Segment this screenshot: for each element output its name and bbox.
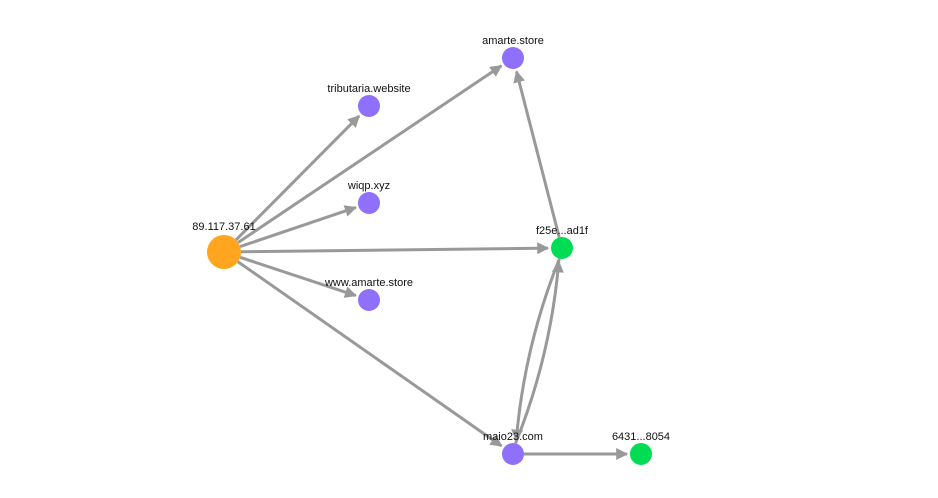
edge-ip1-to-h_f25e <box>240 242 550 255</box>
node-hash-h_f25e[interactable] <box>551 237 573 259</box>
node-domain-d_tributaria[interactable] <box>358 95 380 117</box>
node-label-h_f25e: f25e...ad1f <box>536 225 589 237</box>
node-domain-d_amarte[interactable] <box>502 47 524 69</box>
node-domain-d_www_amarte[interactable] <box>358 289 380 311</box>
node-domain-d_maio23[interactable] <box>502 443 524 465</box>
nodes-layer <box>207 47 652 465</box>
node-label-h_6431: 6431...8054 <box>612 431 670 443</box>
node-label-ip1: 89.117.37.61 <box>192 221 255 233</box>
node-label-d_wiqp: wiqp.xyz <box>347 180 390 192</box>
edge-ip1-to-d_maio23 <box>237 260 503 448</box>
edge-h_f25e-to-d_maio23 <box>511 258 561 442</box>
edge-ip1-to-d_tributaria <box>234 114 361 241</box>
edge-ip1-to-d_www_amarte <box>239 255 357 298</box>
edges-layer <box>234 64 629 460</box>
edge-ip1-to-d_wiqp <box>239 205 357 248</box>
edge-d_maio23-to-h_f25e <box>514 260 564 444</box>
node-domain-d_wiqp[interactable] <box>358 192 380 214</box>
edge-h_f25e-to-d_amarte <box>513 70 561 238</box>
labels-layer: 89.117.37.61 amarte.store tributaria.websi… <box>192 35 670 443</box>
node-ip-ip1[interactable] <box>207 235 241 269</box>
node-label-d_maio23: maio23.com <box>483 431 543 443</box>
node-label-d_www_amarte: www.amarte.store <box>324 277 413 289</box>
node-hash-h_6431[interactable] <box>630 443 652 465</box>
node-label-d_amarte: amarte.store <box>482 35 544 47</box>
edge-ip1-to-d_amarte <box>237 64 503 244</box>
node-label-d_tributaria: tributaria.website <box>327 83 410 95</box>
